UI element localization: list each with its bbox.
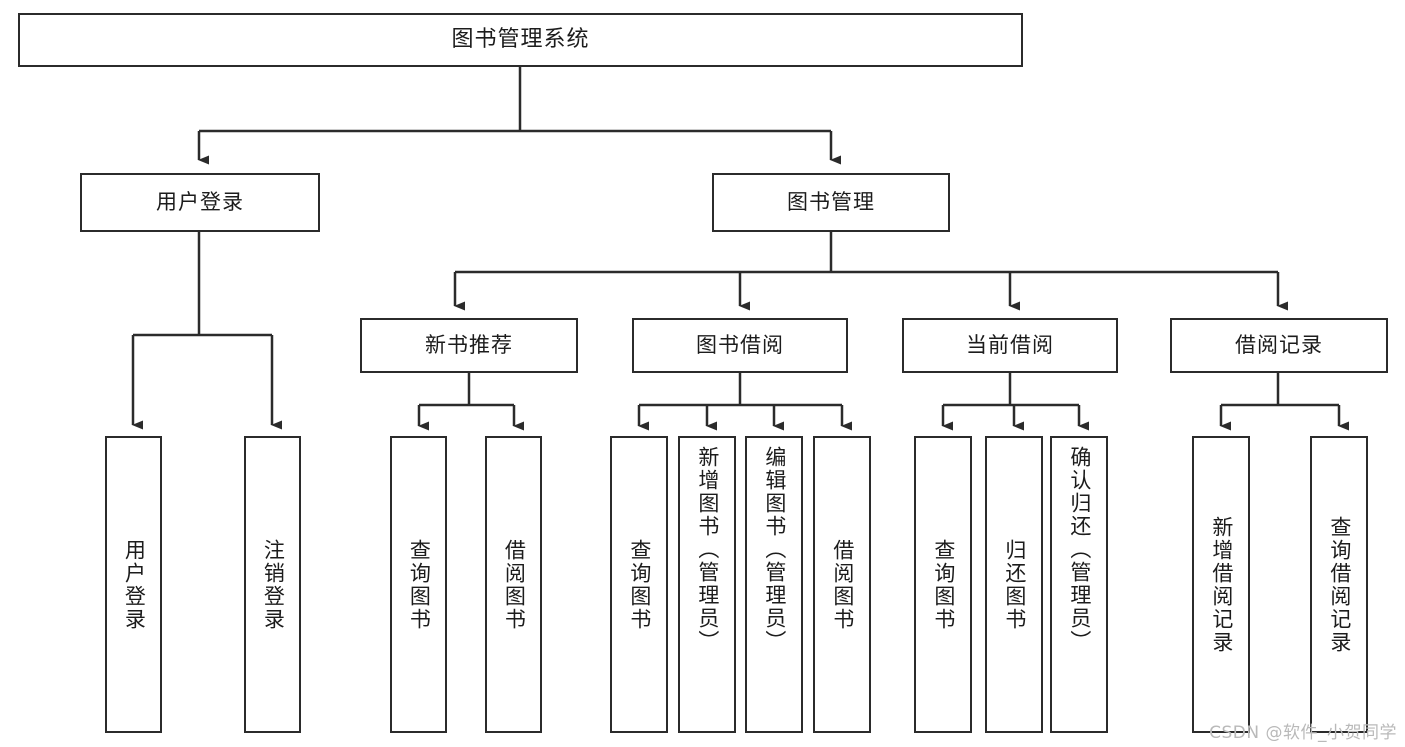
node-label: 注销登录 xyxy=(261,538,286,631)
node-label: 查询借阅记录 xyxy=(1327,515,1352,654)
node-label: 当前借阅 xyxy=(966,332,1054,357)
leaf-record-add-borrow-record[interactable]: 新增借阅记录 xyxy=(1192,436,1250,733)
leaf-current-return-books[interactable]: 归还图书 xyxy=(985,436,1043,733)
node-label: 用户登录 xyxy=(122,538,147,631)
leaf-borrow-edit-book-admin[interactable]: 编辑图书（管理员） xyxy=(745,436,803,733)
node-borrow-record[interactable]: 借阅记录 xyxy=(1170,318,1388,373)
node-current-borrow[interactable]: 当前借阅 xyxy=(902,318,1118,373)
leaf-current-query-books[interactable]: 查询图书 xyxy=(914,436,972,733)
leaf-new-book-borrow-books[interactable]: 借阅图书 xyxy=(485,436,542,733)
node-label: 查询图书 xyxy=(627,538,652,631)
node-label: 查询图书 xyxy=(407,538,432,631)
node-label: 确认归还（管理员） xyxy=(1067,446,1092,653)
node-label: 借阅图书 xyxy=(502,538,527,631)
node-book-management[interactable]: 图书管理 xyxy=(712,173,950,232)
leaf-user-login-signin[interactable]: 用户登录 xyxy=(105,436,162,733)
node-book-borrow[interactable]: 图书借阅 xyxy=(632,318,848,373)
leaf-borrow-borrow-books[interactable]: 借阅图书 xyxy=(813,436,871,733)
node-label: 新增图书（管理员） xyxy=(695,446,720,653)
leaf-record-query-borrow-record[interactable]: 查询借阅记录 xyxy=(1310,436,1368,733)
node-label: 用户登录 xyxy=(156,189,244,214)
node-new-book-recommend[interactable]: 新书推荐 xyxy=(360,318,578,373)
node-label: 借阅图书 xyxy=(830,538,855,631)
node-user-login[interactable]: 用户登录 xyxy=(80,173,320,232)
node-label: 查询图书 xyxy=(931,538,956,631)
node-book-management-system[interactable]: 图书管理系统 xyxy=(18,13,1023,67)
leaf-borrow-add-book-admin[interactable]: 新增图书（管理员） xyxy=(678,436,736,733)
node-label: 图书管理系统 xyxy=(451,26,590,52)
node-label: 新书推荐 xyxy=(425,332,513,357)
node-label: 图书管理 xyxy=(787,189,875,214)
node-label: 归还图书 xyxy=(1002,538,1027,631)
leaf-borrow-query-books[interactable]: 查询图书 xyxy=(610,436,668,733)
node-label: 新增借阅记录 xyxy=(1209,515,1234,654)
node-label: 借阅记录 xyxy=(1235,332,1323,357)
node-label: 图书借阅 xyxy=(696,332,784,357)
node-label: 编辑图书（管理员） xyxy=(762,446,787,653)
leaf-user-login-logout[interactable]: 注销登录 xyxy=(244,436,301,733)
leaf-current-confirm-return-admin[interactable]: 确认归还（管理员） xyxy=(1050,436,1108,733)
leaf-new-book-query-books[interactable]: 查询图书 xyxy=(390,436,447,733)
